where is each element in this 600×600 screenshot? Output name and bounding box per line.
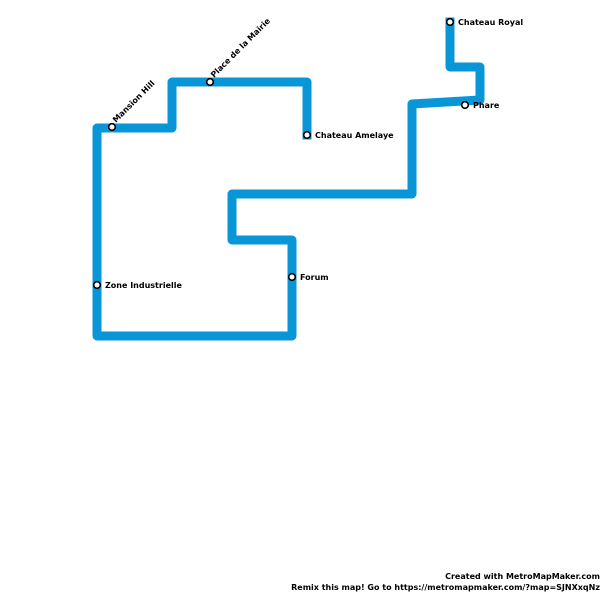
station-marker[interactable] [445, 17, 455, 27]
station-chateau-royal[interactable]: Chateau Royal [445, 17, 524, 27]
station-label: Phare [473, 101, 500, 110]
station-marker[interactable] [205, 77, 215, 87]
station-mansion-hill[interactable]: Mansion Hill [107, 79, 157, 132]
credit-remix-link[interactable]: Remix this map! Go to https://metromapma… [291, 583, 600, 592]
metro-line-route [92, 17, 485, 341]
station-forum[interactable]: Forum [287, 272, 329, 282]
station-chateau-amelaye[interactable]: Chateau Amelaye [302, 130, 394, 140]
station-place-de-la-mairie[interactable]: Place de la Mairie [205, 16, 273, 87]
station-marker[interactable] [92, 280, 102, 290]
metro-line-layer [92, 17, 485, 341]
credit-created-with[interactable]: Created with MetroMapMaker.com [445, 572, 600, 581]
station-zone-industrielle[interactable]: Zone Industrielle [92, 280, 183, 290]
station-label: Chateau Royal [458, 18, 523, 27]
station-marker[interactable] [107, 122, 117, 132]
station-marker[interactable] [302, 130, 312, 140]
station-label: Zone Industrielle [105, 281, 182, 290]
station-label: Place de la Mairie [209, 16, 272, 79]
station-marker[interactable] [287, 272, 297, 282]
station-label: Forum [300, 273, 329, 282]
station-label: Chateau Amelaye [315, 131, 394, 140]
station-label: Mansion Hill [111, 79, 157, 125]
station-marker[interactable] [460, 100, 470, 110]
station-phare[interactable]: Phare [460, 100, 500, 110]
credit-block: Created with MetroMapMaker.com Remix thi… [291, 571, 600, 593]
